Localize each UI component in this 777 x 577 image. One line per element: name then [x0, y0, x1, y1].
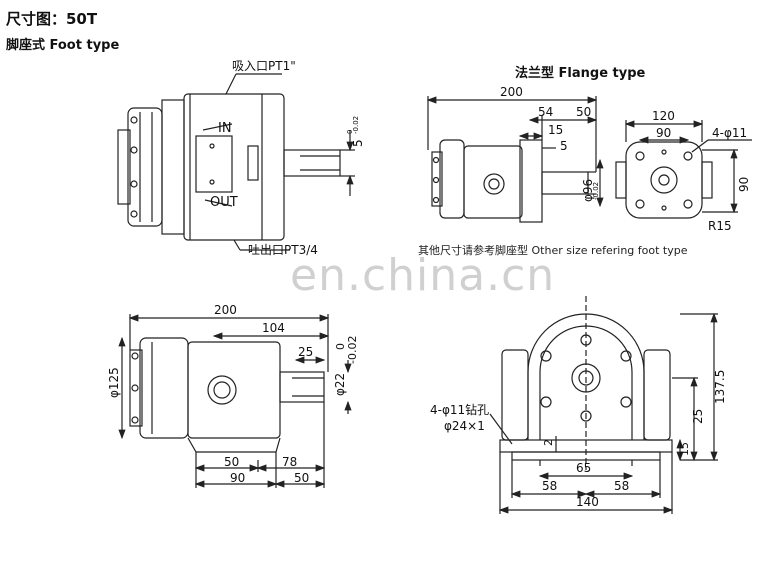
- front-width-65: 65: [576, 461, 591, 475]
- page-subtitle: 脚座式 Foot type: [6, 38, 120, 53]
- page-title: 尺寸图：50T: [6, 10, 98, 28]
- foot-dim-50a: 50: [224, 455, 239, 469]
- front-height-137: 137.5: [713, 370, 727, 404]
- flange-front-height-90: 90: [737, 177, 751, 192]
- flange-type-title: 法兰型 Flange type: [515, 66, 646, 81]
- front-dim-2: 2: [542, 439, 555, 446]
- foot-dim-90: 90: [230, 471, 245, 485]
- foot-dim-25: 25: [298, 345, 313, 359]
- flange-dia-96: φ96: [581, 179, 595, 202]
- in-label: IN: [218, 121, 232, 136]
- front-height-25: 25: [691, 409, 705, 424]
- key-width-label: 5: [351, 139, 365, 147]
- flange-dim-200: 200: [500, 85, 523, 99]
- flange-front-holes: 4-φ11: [712, 126, 747, 140]
- top-left-pump-view: [117, 73, 355, 251]
- foot-shaft-tol-top: 0: [334, 343, 347, 350]
- flange-front-90: 90: [656, 126, 671, 140]
- watermark: en.china.cn: [290, 250, 556, 301]
- key-tol-bottom: -0.02: [352, 116, 360, 134]
- flange-dim-54: 54: [538, 105, 553, 119]
- flange-front-view: [615, 120, 752, 219]
- foot-dim-200: 200: [214, 303, 237, 317]
- foot-dia-125: φ125: [107, 367, 121, 398]
- front-counterbore-label: φ24×1: [444, 419, 485, 433]
- foot-dim-50b: 50: [294, 471, 309, 485]
- inlet-label: 吸入口PT1": [232, 59, 296, 73]
- flange-front-120: 120: [652, 109, 675, 123]
- flange-dim-5: 5: [560, 139, 568, 153]
- out-label: OUT: [210, 195, 238, 210]
- other-size-note: 其他尺寸请参考脚座型 Other size refering foot type: [418, 244, 688, 257]
- flange-dia-tol: -0.02: [592, 182, 600, 200]
- foot-front-view: [489, 296, 718, 514]
- foot-shaft-dia: φ22: [333, 373, 347, 396]
- front-height-15: 15: [678, 442, 691, 456]
- front-width-58b: 58: [614, 479, 629, 493]
- foot-dim-104: 104: [262, 321, 285, 335]
- flange-dim-50: 50: [576, 105, 591, 119]
- foot-shaft-tol-bottom: -0.02: [346, 336, 359, 364]
- flange-dim-15: 15: [548, 123, 563, 137]
- flange-front-radius: R15: [708, 219, 732, 233]
- front-width-140: 140: [576, 495, 599, 509]
- front-hole-label: 4-φ11钻孔: [430, 402, 489, 417]
- front-width-58a: 58: [542, 479, 557, 493]
- foot-dim-78: 78: [282, 455, 297, 469]
- key-tol-top: 0: [346, 130, 354, 134]
- outlet-label: 吐出口PT3/4: [248, 243, 318, 257]
- foot-side-view: [118, 314, 352, 488]
- flange-side-view: [426, 96, 604, 223]
